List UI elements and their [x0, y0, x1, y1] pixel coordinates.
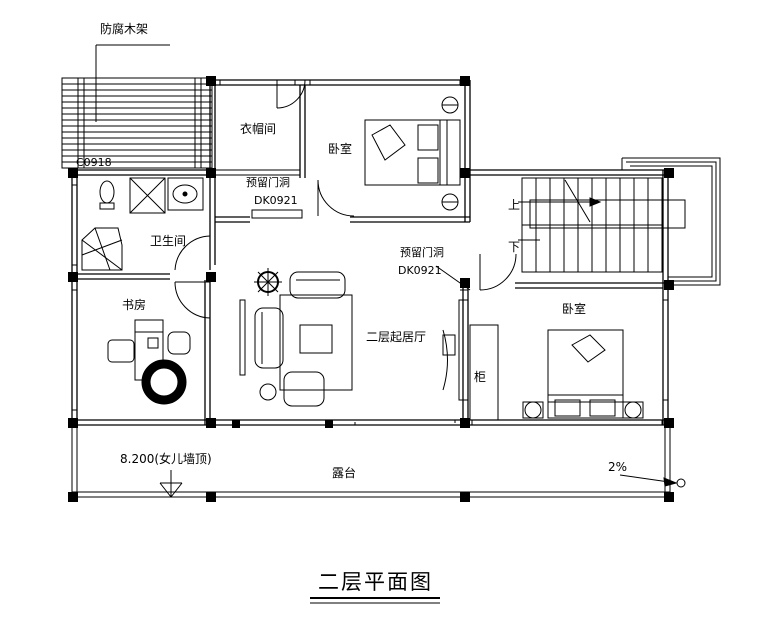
cabinet-label: 柜	[474, 370, 487, 384]
pergola-label: 防腐木架	[100, 22, 149, 36]
staircase	[518, 157, 721, 286]
bedroom-east-furniture	[442, 324, 644, 421]
slope-label: 2%	[608, 460, 628, 474]
bedroom-north-label: 卧室	[328, 142, 353, 156]
bedroom-east-label: 卧室	[562, 302, 587, 316]
bathroom-label: 卫生间	[150, 234, 187, 248]
bedroom-north-furniture	[364, 96, 461, 211]
cloakroom-shelves	[215, 169, 300, 176]
door-code-label-1: DK0921	[254, 194, 298, 207]
drawing-title: 二层平面图	[318, 570, 433, 594]
columns	[68, 76, 674, 502]
stair-up-label: 上	[508, 198, 521, 212]
window-code-label: C0918	[76, 156, 112, 169]
windows	[71, 79, 669, 426]
terrace-label: 露台	[332, 466, 357, 480]
leader-lines	[435, 265, 471, 291]
study-furniture	[107, 319, 191, 405]
study-label: 书房	[122, 298, 147, 312]
bathroom-fixtures	[81, 177, 204, 271]
door-swings	[174, 79, 517, 401]
reserved-door-label-1: 预留门洞	[246, 176, 290, 189]
terrace-railing	[71, 425, 686, 498]
elevation-marker	[159, 470, 183, 498]
stair-down-label: 下	[508, 240, 521, 254]
elevation-label: 8.200(女儿墙顶)	[120, 452, 212, 466]
pergola-slats	[61, 44, 213, 169]
living-furniture	[239, 268, 353, 407]
cloakroom-label: 衣帽间	[240, 122, 277, 136]
reserved-door-label-2: 预留门洞	[400, 246, 444, 259]
living-label: 二层起居厅	[366, 330, 427, 344]
door-code-label-2: DK0921	[398, 264, 442, 277]
title-underline	[310, 597, 440, 604]
